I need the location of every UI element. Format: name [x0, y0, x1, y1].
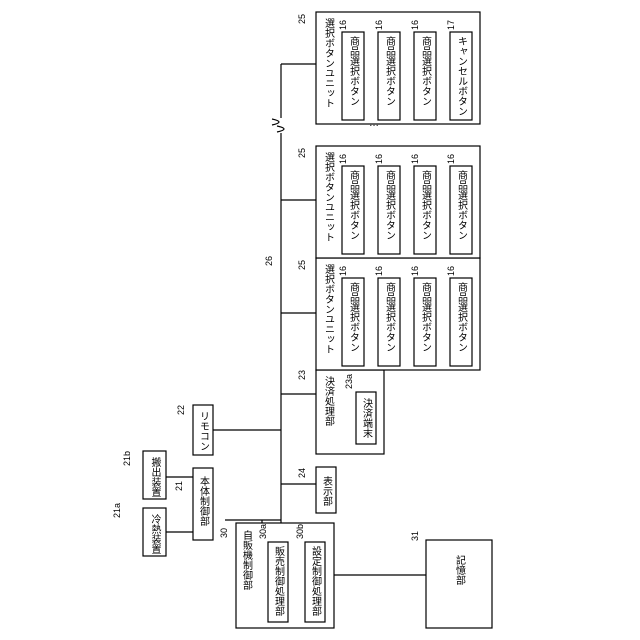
- cooling-device-label: 冷熱装置: [149, 513, 161, 554]
- ref-16: 16: [338, 154, 348, 164]
- ref-26: 26: [264, 256, 274, 266]
- ref-25: 25: [297, 260, 307, 270]
- payment-label: 決済処理部: [323, 376, 335, 427]
- ref-30: 30: [219, 528, 229, 538]
- ref-16: 16: [410, 154, 420, 164]
- product-select-button-label: 商品選択ボタン: [348, 35, 360, 106]
- setting-control-label: 設定制御処理部: [310, 545, 322, 617]
- cancel-button-label: キャンセルボタン: [456, 36, 468, 116]
- sales-control-label: 販売制御処理部: [273, 546, 285, 617]
- product-select-button-label: 商品選択ボタン: [420, 35, 432, 106]
- product-select-button-label: 商品選択ボタン: [456, 281, 468, 352]
- selection-button-units: 選択ボタンユニット25商品選択ボタン16商品選択ボタン16商品選択ボタン16商品…: [297, 12, 480, 370]
- dispense-device-box: 搬出装置: [143, 451, 166, 499]
- dispense-device-label: 搬出装置: [149, 456, 161, 497]
- product-select-button-label: 商品選択ボタン: [384, 35, 396, 106]
- ref-16: 16: [338, 266, 348, 276]
- main-control-label: 本体制御部: [198, 475, 210, 527]
- product-select-button-label: 商品選択ボタン: [348, 281, 360, 352]
- product-select-button-label: 商品選択ボタン: [348, 169, 360, 240]
- ref-16: 16: [446, 266, 456, 276]
- vending-control-label: 自販機制御部: [241, 529, 253, 591]
- main-control-box: 本体制御部: [193, 468, 213, 540]
- product-select-button-label: 商品選択ボタン: [420, 169, 432, 240]
- cooling-device-box: 冷熱装置: [143, 508, 166, 556]
- ref-21b: 21b: [122, 451, 132, 466]
- ref-30b: 30b: [295, 524, 305, 539]
- display-box: 表示部: [316, 467, 336, 513]
- product-select-button-label: 商品選択ボタン: [456, 169, 468, 240]
- ref-16: 16: [338, 20, 348, 30]
- ref-30a: 30a: [258, 524, 268, 539]
- ref-25: 25: [297, 148, 307, 158]
- ref-17: 17: [446, 20, 456, 30]
- selection-unit-label: 選択ボタンユニット: [323, 263, 335, 354]
- selection-unit-label: 選択ボタンユニット: [323, 151, 335, 242]
- remote-control-label: リモコン: [198, 411, 209, 451]
- ref-23a: 23a: [344, 374, 354, 389]
- terminal-label: 決済端末: [361, 398, 373, 439]
- product-select-button-label: 商品選択ボタン: [420, 281, 432, 352]
- ref-16: 16: [374, 20, 384, 30]
- product-select-button-label: 商品選択ボタン: [384, 281, 396, 352]
- ref-24: 24: [297, 468, 307, 478]
- display-label: 表示部: [321, 475, 333, 507]
- ref-16: 16: [446, 154, 456, 164]
- ref-21: 21: [174, 481, 184, 491]
- product-select-button-label: 商品選択ボタン: [384, 169, 396, 240]
- selection-unit: 選択ボタンユニット25商品選択ボタン16商品選択ボタン16商品選択ボタン16商品…: [297, 258, 480, 370]
- ref-16: 16: [374, 154, 384, 164]
- more-units-ellipsis: …: [369, 118, 380, 129]
- storage-label: 記憶部: [454, 554, 466, 586]
- ref-16: 16: [410, 20, 420, 30]
- ref-21a: 21a: [112, 503, 122, 518]
- ref-23: 23: [297, 370, 307, 380]
- ref-22: 22: [176, 405, 186, 415]
- selection-unit-label: 選択ボタンユニット: [323, 17, 335, 108]
- selection-unit: 選択ボタンユニット25商品選択ボタン16商品選択ボタン16商品選択ボタン16キャ…: [297, 12, 480, 124]
- ref-31: 31: [410, 531, 420, 541]
- ref-16: 16: [374, 266, 384, 276]
- ref-25: 25: [297, 14, 307, 24]
- storage-box: 記憶部: [426, 540, 492, 628]
- ref-16: 16: [410, 266, 420, 276]
- selection-unit: 選択ボタンユニット25商品選択ボタン16商品選択ボタン16商品選択ボタン16商品…: [297, 146, 480, 258]
- vending-control-box: 自販機制御部 販売制御処理部 設定制御処理部: [236, 523, 334, 628]
- remote-control-box: リモコン: [193, 405, 213, 455]
